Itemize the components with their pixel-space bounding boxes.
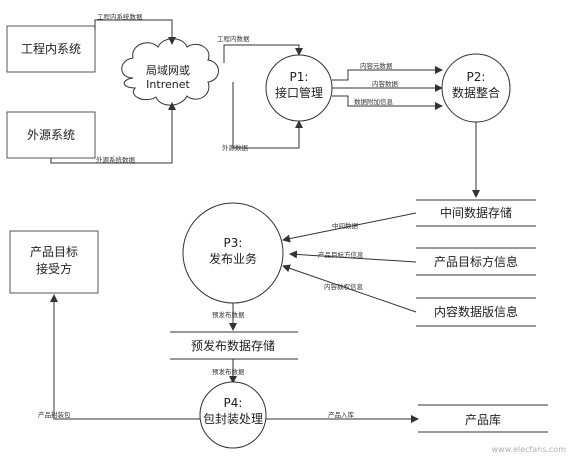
flow-content-data-label: 内容数据: [372, 79, 399, 88]
flow-prepublish-data-1: 预发布数据: [212, 303, 245, 331]
process-p1-id: P1:: [290, 70, 309, 84]
store-content-license-info: 内容数据版信息: [416, 297, 536, 327]
flow-product-target-info-label: 产品目标方信息: [318, 250, 364, 259]
store-product-target-info: 产品目标方信息: [416, 247, 536, 276]
process-p3-publish-business: P3: 发布业务: [182, 202, 284, 304]
flow-product-package: 产品封装包: [38, 294, 200, 420]
flow-content-license-info-label: 内容数权信息: [324, 282, 364, 291]
store-prepublish-data: 预发布数据存储: [170, 331, 298, 360]
flow-data-extra-info: 数据附加信息: [332, 95, 443, 110]
flow-internal-to-network-label: 工程内系统数据: [97, 12, 143, 21]
store-content-license-info-label: 内容数据版信息: [434, 304, 518, 319]
store-intermediate-data: 中间数据存储: [416, 199, 536, 227]
process-p3-name: 发布业务: [209, 251, 257, 266]
process-p2-name: 数据整合: [452, 85, 500, 100]
store-intermediate-label: 中间数据存储: [440, 205, 512, 220]
flow-prepublish-data-1-label: 预发布数据: [212, 310, 245, 319]
flow-internal-data-label: 工程内数据: [217, 34, 250, 43]
flow-product-store-in: 产品入库: [266, 410, 419, 423]
entity-external-system: 外源系统: [6, 111, 96, 159]
flow-prepublish-data-2-label: 预发布数据: [212, 367, 245, 376]
process-p1-interface-management: P1: 接口管理: [265, 54, 333, 122]
flow-external-to-network-label: 外源系统数据: [96, 155, 136, 164]
entity-external-system-label: 外源系统: [27, 128, 75, 142]
process-p3-id: P3:: [224, 236, 243, 250]
flow-product-package-label: 产品封装包: [38, 410, 71, 419]
network-label-line2: Intrenet: [146, 78, 190, 91]
entity-product-receiver-line1: 产品目标: [30, 245, 78, 259]
flow-internal-to-network: 工程内系统数据: [94, 12, 176, 45]
entity-internal-system: 工程内系统: [6, 25, 96, 73]
network-label-line1: 局域网或: [146, 64, 190, 77]
flow-intermediate-data: 中间数据: [282, 212, 417, 243]
entity-product-receiver: 产品目标 接受方: [9, 230, 99, 294]
process-p1-name: 接口管理: [275, 85, 323, 100]
flow-product-store-in-label: 产品入库: [328, 410, 355, 419]
flow-content-license-info: 内容数权信息: [282, 264, 417, 313]
network-cloud: 局域网或 Intrenet: [121, 38, 219, 106]
flow-prepublish-data-2: 预发布数据: [212, 359, 245, 384]
process-p2-id: P2:: [467, 70, 486, 84]
flow-content-meta-label: 内容元数据: [360, 61, 393, 70]
flow-content-data: 内容数据: [332, 79, 443, 92]
flow-internal-data: 工程内数据: [217, 34, 303, 63]
flow-content-meta: 内容元数据: [332, 61, 443, 81]
process-p2-data-integration: P2: 数据整合: [441, 53, 511, 123]
entity-product-receiver-line2: 接受方: [36, 261, 72, 276]
process-p4-id: P4:: [224, 396, 243, 410]
process-p4-package-processing: P4: 包封装处理: [199, 381, 267, 449]
store-prepublish-label: 预发布数据存储: [191, 338, 275, 353]
process-p4-name: 包封装处理: [203, 412, 263, 426]
entity-internal-system-label: 工程内系统: [21, 41, 81, 56]
watermark: www.elecfans.com: [492, 445, 567, 454]
store-product-library-label: 产品库: [465, 412, 501, 427]
flow-external-to-network: 外源系统数据: [50, 102, 176, 164]
store-product-library: 产品库: [418, 404, 548, 433]
store-product-target-info-label: 产品目标方信息: [434, 254, 518, 269]
flow-external-data: 外源数据: [222, 82, 303, 152]
flow-external-data-label: 外源数据: [222, 143, 249, 152]
flow-product-target-info: 产品目标方信息: [289, 250, 417, 263]
flow-data-extra-info-label: 数据附加信息: [354, 97, 394, 106]
flow-intermediate-data-label: 中间数据: [332, 221, 359, 230]
